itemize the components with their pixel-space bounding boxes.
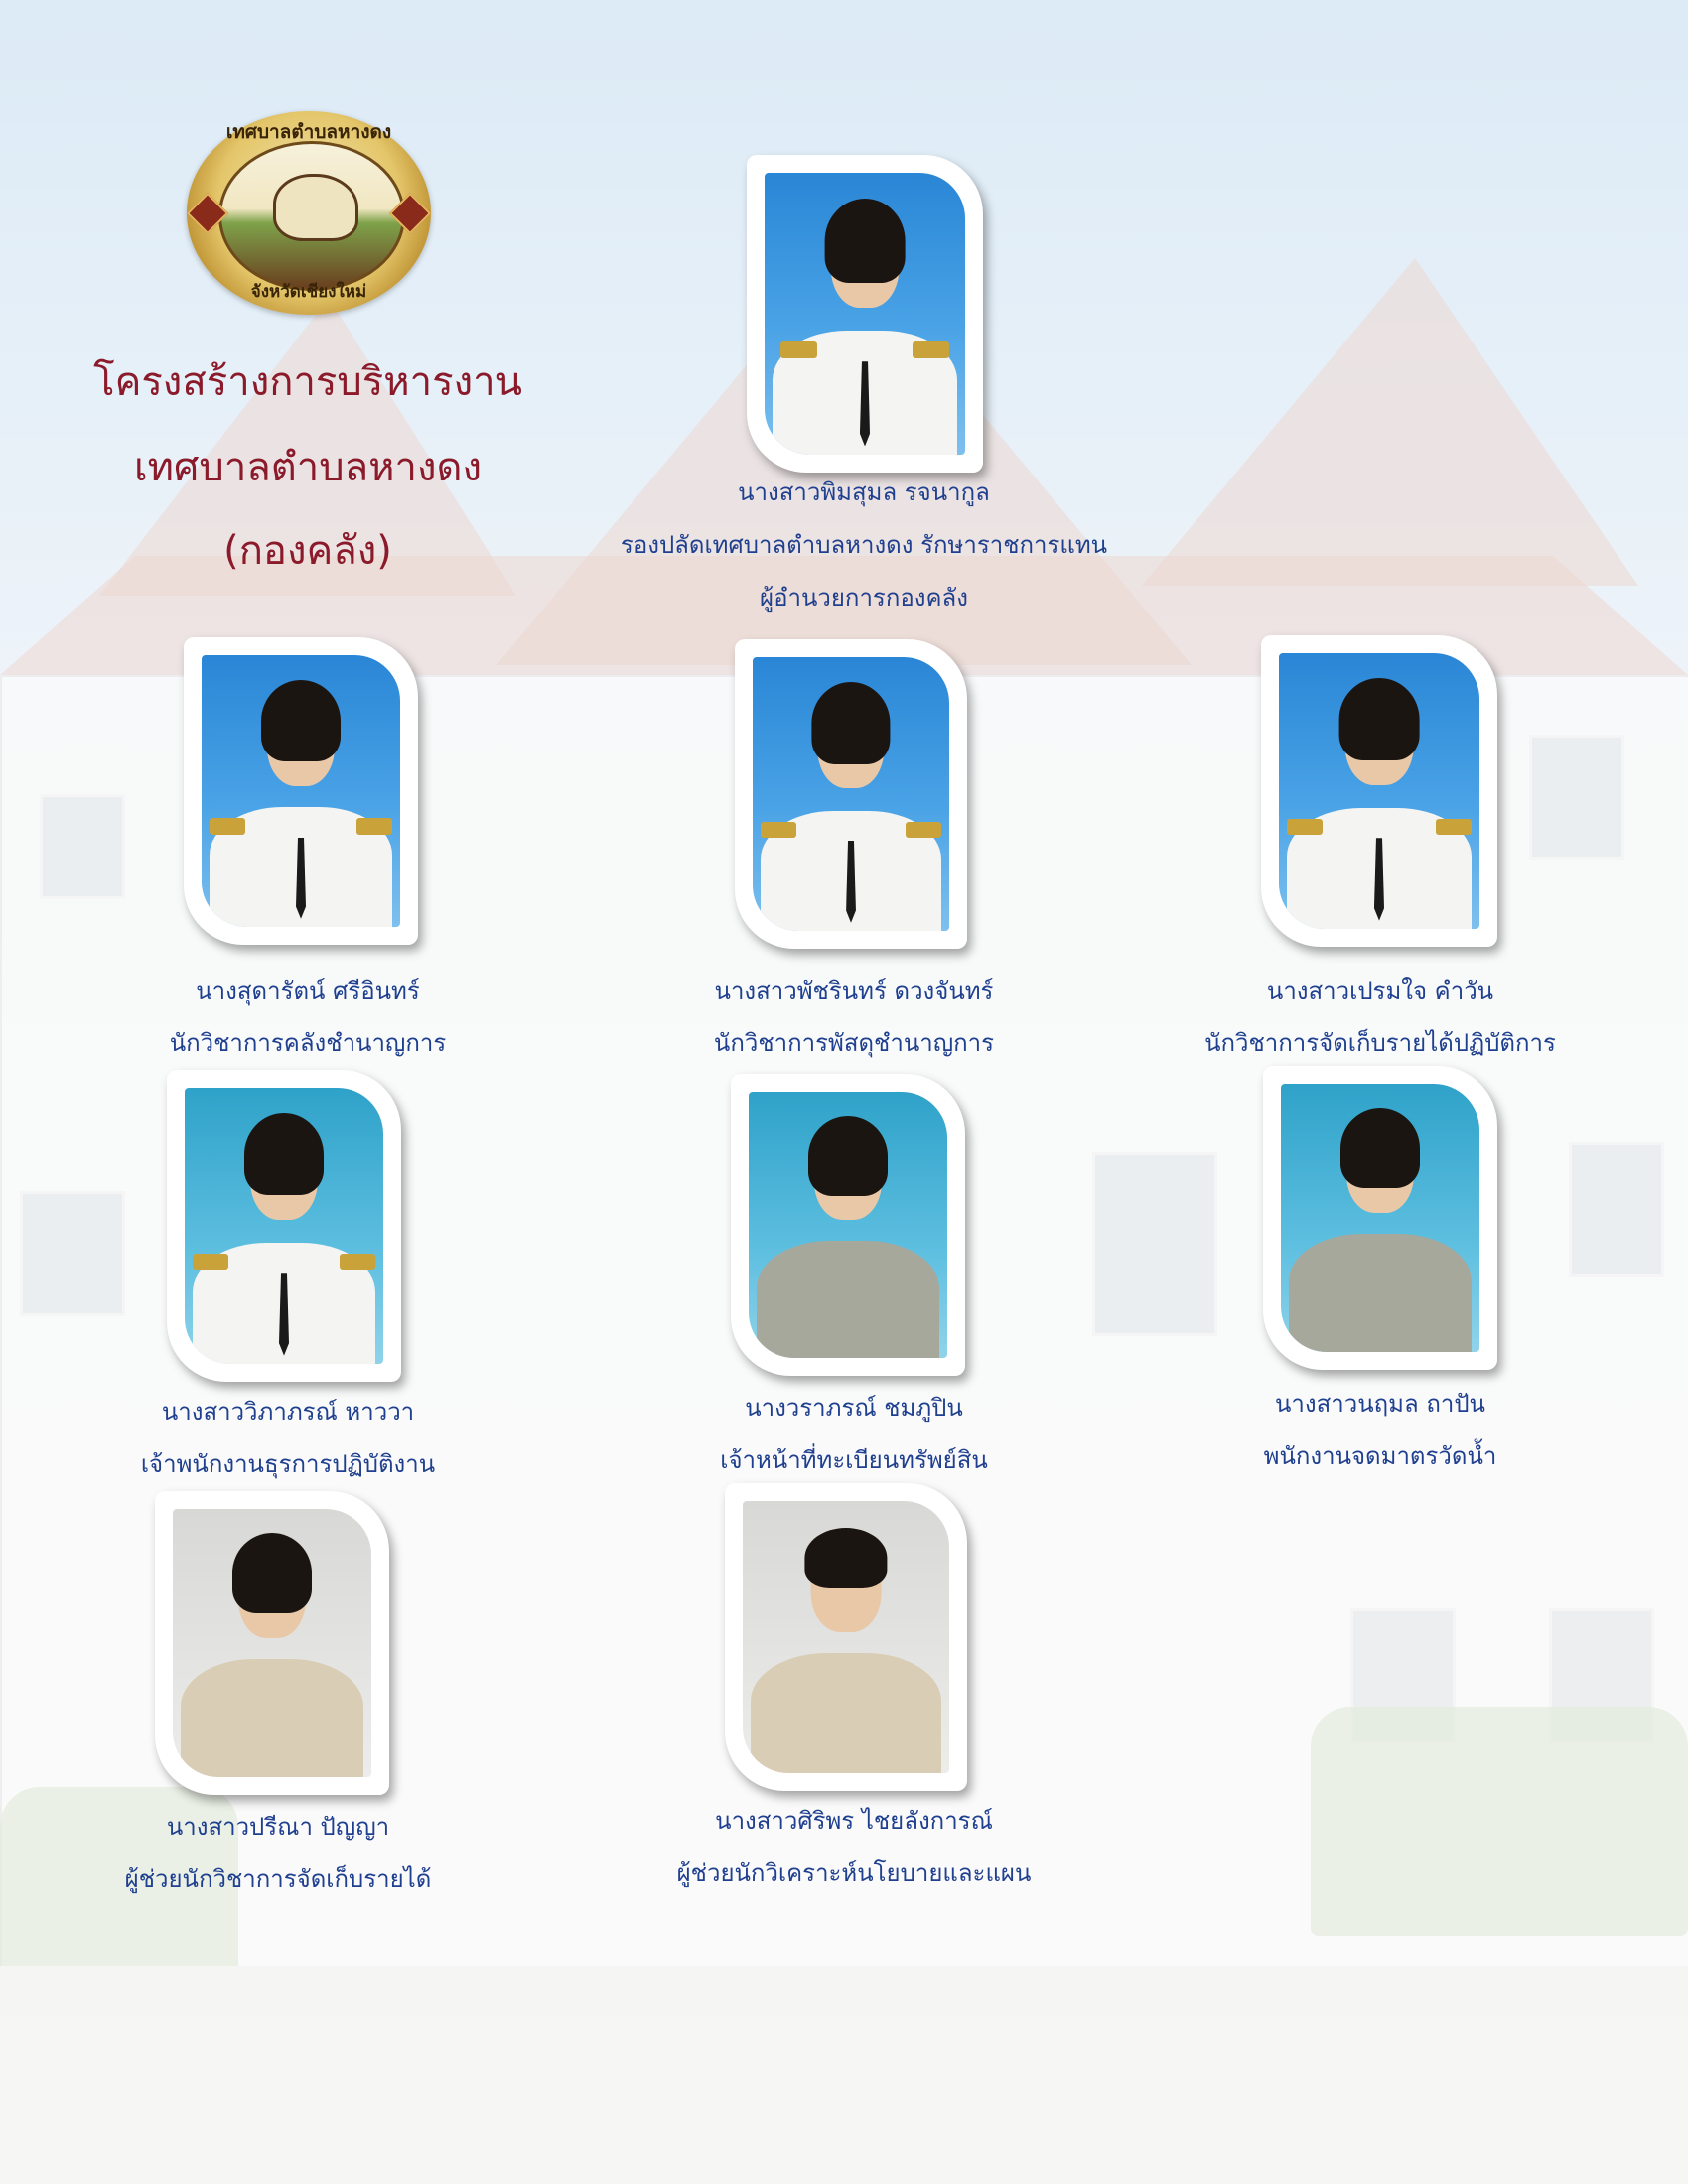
title-line-1: โครงสร้างการบริหารงาน xyxy=(93,359,522,405)
staff-name: นางสาวเปรมใจ คำวัน xyxy=(1266,977,1494,1005)
title-line-3: (กองคลัง) xyxy=(223,528,392,574)
staff-photo-card xyxy=(167,1070,401,1382)
staff-name: นางสาวนฤมล ถาปัน xyxy=(1275,1390,1485,1418)
logo-bottom-text: จังหวัดเชียงใหม่ xyxy=(250,282,367,302)
staff-name: นางสาวศิริพร ไชยลังการณ์ xyxy=(715,1807,993,1835)
staff-portrait-photo xyxy=(1279,653,1479,929)
staff-position: ผู้ช่วยนักวิชาการจัดเก็บรายได้ xyxy=(124,1865,432,1893)
staff-portrait-photo xyxy=(173,1509,371,1777)
staff-photo-card xyxy=(725,1483,967,1791)
staff-photo-card xyxy=(184,637,418,945)
staff-name: นางสาววิภาภรณ์ หาววา xyxy=(161,1398,415,1426)
staff-name: นางสาวพิมสุมล รจนากูล xyxy=(738,478,990,506)
staff-portrait-photo xyxy=(753,657,949,931)
staff-photo-card xyxy=(155,1491,389,1795)
staff-name: นางสาวพัชรินทร์ ดวงจันทร์ xyxy=(714,977,994,1005)
staff-position: เจ้าพนักงานธุรการปฏิบัติงาน xyxy=(140,1450,436,1478)
staff-name: นางวราภรณ์ ชมภูปิน xyxy=(745,1394,963,1422)
title-line-2: เทศบาลตำบลหางดง xyxy=(134,445,482,490)
staff-position: เจ้าหน้าที่ทะเบียนทรัพย์สิน xyxy=(720,1446,988,1474)
staff-position: รองปลัดเทศบาลตำบลหางดง รักษาราชการแทน xyxy=(620,531,1108,559)
staff-portrait-photo xyxy=(765,173,965,455)
staff-portrait-photo xyxy=(749,1092,947,1358)
staff-photo-card xyxy=(731,1074,965,1376)
staff-position: นักวิชาการจัดเก็บรายได้ปฏิบัติการ xyxy=(1204,1029,1556,1057)
staff-position: พนักงานจดมาตรวัดน้ำ xyxy=(1263,1442,1497,1470)
staff-portrait-photo xyxy=(743,1501,949,1773)
staff-photo-card xyxy=(735,639,967,949)
staff-photo-card xyxy=(747,155,983,473)
staff-name: นางสุดารัตน์ ศรีอินทร์ xyxy=(196,977,420,1005)
staff-position: ผู้ช่วยนักวิเคราะห์นโยบายและแผน xyxy=(676,1859,1032,1887)
staff-photo-card xyxy=(1263,1066,1497,1370)
staff-position-line-2: ผู้อำนวยการกองคลัง xyxy=(760,584,968,612)
elephant-emblem-icon xyxy=(273,174,358,241)
staff-portrait-photo xyxy=(202,655,400,927)
staff-photo-card xyxy=(1261,635,1497,947)
staff-portrait-photo xyxy=(1281,1084,1479,1352)
staff-position: นักวิชาการคลังชำนาญการ xyxy=(169,1029,447,1057)
municipality-seal-logo: เทศบาลตำบลหางดง จังหวัดเชียงใหม่ xyxy=(186,111,432,315)
logo-top-text: เทศบาลตำบลหางดง xyxy=(225,121,392,143)
staff-portrait-photo xyxy=(185,1088,383,1364)
staff-position: นักวิชาการพัสดุชำนาญการ xyxy=(713,1029,995,1057)
staff-name: นางสาวปรีณา ปัญญา xyxy=(166,1813,390,1841)
